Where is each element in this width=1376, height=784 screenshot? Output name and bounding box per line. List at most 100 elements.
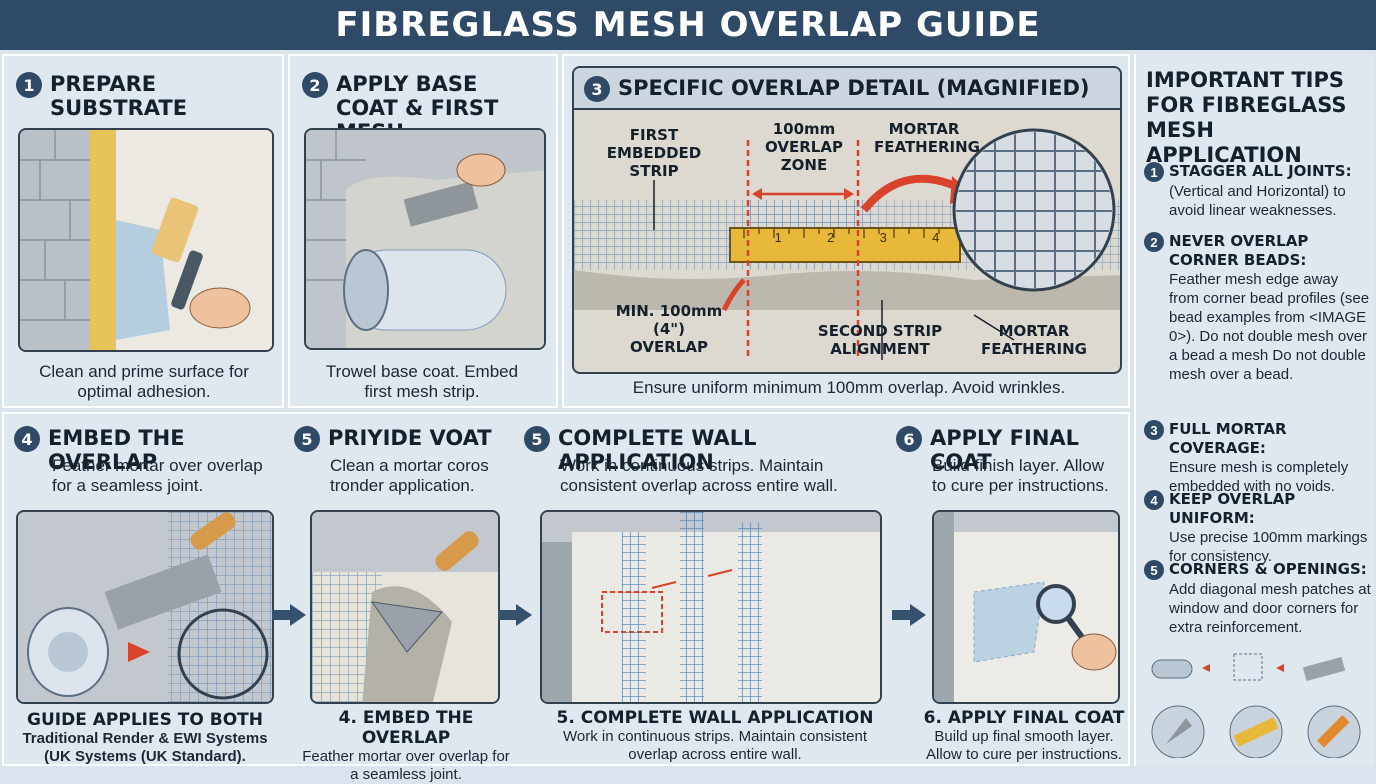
step-1-panel: 1 PREPARE SUBSTRATE Clean and prime surf… xyxy=(2,54,284,408)
step-5b-sub-title: 5. COMPLETE WALL APPLICATION xyxy=(556,708,874,728)
tip-body: Feather mesh edge away from corner bead … xyxy=(1169,271,1370,383)
step-1-caption: Clean and prime surface for optimal adhe… xyxy=(39,362,249,401)
tip-5: 5 CORNERS & OPENINGS: Add diagonal mesh p… xyxy=(1144,560,1372,637)
tip-number: 2 xyxy=(1144,232,1164,252)
step-6-desc: Build finish layer. Allow to cure per in… xyxy=(932,456,1109,495)
ruler-tick: 3 xyxy=(879,230,887,245)
label-mortar-feathering-bottom: MORTAR FEATHERING xyxy=(981,322,1087,358)
step-4-desc: Feather mortar over overlap for a seamle… xyxy=(52,456,263,495)
tip-1: 1 STAGGER ALL JOINTS: (Vertical and Horiz… xyxy=(1144,162,1372,220)
step-5b-illustration xyxy=(540,510,882,704)
tip-title: STAGGER ALL JOINTS: xyxy=(1169,162,1352,180)
title-banner: FIBREGLASS MESH OVERLAP GUIDE xyxy=(0,0,1376,50)
mesh-roll-icon xyxy=(1151,659,1193,679)
step-1-header: 1 PREPARE SUBSTRATE xyxy=(16,72,280,120)
tip-number: 3 xyxy=(1144,420,1164,440)
step-1-number: 1 xyxy=(16,72,42,98)
ruler-tick: 1 xyxy=(774,230,782,245)
step-4-sub-title: GUIDE APPLIES TO BOTH xyxy=(27,710,263,730)
step-5b-title: COMPLETE WALL APPLICATION xyxy=(558,426,757,474)
step-3-header: 3 SPECIFIC OVERLAP DETAIL (MAGNIFIED) xyxy=(584,76,1098,102)
tip-title: NEVER OVERLAP CORNER BEADS: xyxy=(1169,232,1309,269)
tip-number: 5 xyxy=(1144,560,1164,580)
step-2-header: 2 APPLY BASE COAT & FIRST MESH xyxy=(302,72,536,144)
step-4-header: 4 EMBED THE OVERLAP xyxy=(14,426,288,474)
tip-number: 4 xyxy=(1144,490,1164,510)
step-4-sub-desc: Traditional Render & EWI Systems (UK Sys… xyxy=(22,730,268,765)
ruler-tick: 4 xyxy=(932,230,940,245)
flow-arrow-icon xyxy=(892,604,926,626)
step-1-title: PREPARE SUBSTRATE xyxy=(50,72,188,120)
tip-body: Use precise 100mm markings for consisten… xyxy=(1169,529,1368,565)
step-4-number: 4 xyxy=(14,426,40,452)
step-3-caption: Ensure uniform minimum 100mm overlap. Av… xyxy=(632,378,1066,397)
tip-title: FULL MORTAR COVERAGE: xyxy=(1169,420,1287,457)
step-6-title: APPLY FINAL COAT xyxy=(930,426,1080,474)
final-coat-illustration xyxy=(934,512,1118,702)
step-5b-sub: 5. COMPLETE WALL APPLICATION Work in con… xyxy=(540,708,890,764)
base-coat-illustration xyxy=(306,130,544,348)
step-3-panel: 3 SPECIFIC OVERLAP DETAIL (MAGNIFIED) xyxy=(562,54,1130,408)
tip-title: KEEP OVERLAP UNIFORM: xyxy=(1169,490,1296,527)
ruler-tick-labels: 1 2 3 4 xyxy=(732,230,962,245)
step-4-illustration xyxy=(16,510,274,704)
step-3-number: 3 xyxy=(584,76,610,102)
trowel-icon xyxy=(1302,657,1346,681)
arrow-icon xyxy=(1276,664,1284,672)
wall-strips-illustration xyxy=(542,512,880,702)
page-title: FIBREGLASS MESH OVERLAP GUIDE xyxy=(335,5,1041,45)
step-5b-sub-desc: Work in continuous strips. Maintain cons… xyxy=(562,728,868,763)
step-6-illustration xyxy=(932,510,1120,704)
step-6-sub-title: 6. APPLY FINAL COAT xyxy=(923,708,1125,728)
mesh-panel-icon xyxy=(1233,653,1263,681)
label-first-strip: FIRST EMBEDDED STRIP xyxy=(606,126,702,180)
step-3-title: SPECIFIC OVERLAP DETAIL (MAGNIFIED) xyxy=(618,76,1090,100)
step-6-sub-desc: Build up final smooth layer. Allow to cu… xyxy=(926,728,1122,763)
step-5b-desc: Work in continuous strips. Maintain cons… xyxy=(560,456,838,495)
step-4-title: EMBED THE OVERLAP xyxy=(48,426,185,474)
step-5a-sub: 4. EMBED THE OVERLAP Feather mortar over… xyxy=(296,708,516,784)
step-5a-illustration xyxy=(310,510,500,704)
step-4-sub: GUIDE APPLIES TO BOTH Traditional Render… xyxy=(14,710,276,766)
trowel-mortar-illustration xyxy=(312,512,498,702)
flow-arrow-icon xyxy=(498,604,532,626)
step-6-header: 6 APPLY FINAL COAT xyxy=(896,426,1140,474)
step-6-number: 6 xyxy=(896,426,922,452)
primed-wall-illustration xyxy=(20,130,272,350)
step-5b-number: 5 xyxy=(524,426,550,452)
arrow-icon xyxy=(1202,664,1210,672)
label-mortar-feathering-top: MORTAR FEATHERING xyxy=(874,120,980,156)
step-2-panel: 2 APPLY BASE COAT & FIRST MESH Trowel ba… xyxy=(288,54,558,408)
step-5a-sub-desc: Feather mortar over overlap for a seamle… xyxy=(302,748,510,783)
step-5a-number: 5 xyxy=(294,426,320,452)
step-6-sub: 6. APPLY FINAL COAT Build up final smoot… xyxy=(916,708,1132,764)
tip-body: Ensure mesh is completely embedded with … xyxy=(1169,459,1349,495)
step-5b-header: 5 COMPLETE WALL APPLICATION xyxy=(524,426,898,474)
label-second-strip: SECOND STRIP ALIGNMENT xyxy=(817,322,943,358)
embed-overlap-illustration xyxy=(18,512,272,702)
tip-number: 1 xyxy=(1144,162,1164,182)
step-5a-title: PRIYIDE VOAT xyxy=(328,426,492,450)
step-5a-desc: Clean a mortar coros tronder application… xyxy=(330,456,489,495)
step-2-number: 2 xyxy=(302,72,328,98)
tips-sidebar: IMPORTANT TIPS FOR FIBREGLASS MESH APPLI… xyxy=(1134,54,1374,766)
step-2-illustration xyxy=(304,128,546,350)
step-1-illustration xyxy=(18,128,274,352)
tip-body: (Vertical and Horizontal) to avoid linea… xyxy=(1169,183,1346,219)
tip-title: CORNERS & OPENINGS: xyxy=(1169,560,1367,578)
label-min-overlap: MIN. 100mm (4") OVERLAP xyxy=(615,302,723,356)
tool-icons xyxy=(1151,653,1361,758)
overlap-detail-diagram xyxy=(574,128,1120,360)
tips-heading: IMPORTANT TIPS FOR FIBREGLASS MESH APPLI… xyxy=(1146,68,1347,167)
step-2-caption: Trowel base coat. Embed first mesh strip… xyxy=(325,362,519,401)
flow-arrow-icon xyxy=(272,604,306,626)
step-5a-header: 5 PRIYIDE VOAT xyxy=(294,426,528,452)
tip-body: Add diagonal mesh patches at window and … xyxy=(1169,581,1371,636)
label-overlap-zone: 100mm OVERLAP ZONE xyxy=(765,120,843,174)
overlap-detail-frame: 3 SPECIFIC OVERLAP DETAIL (MAGNIFIED) xyxy=(572,66,1122,374)
ruler-tick: 2 xyxy=(827,230,835,245)
step-5a-sub-title: 4. EMBED THE OVERLAP xyxy=(338,708,474,748)
